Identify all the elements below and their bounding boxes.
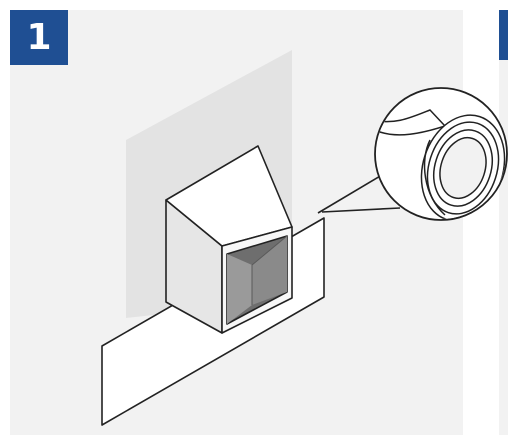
duct-inner-side: [227, 254, 252, 324]
tape-roll-icon: [376, 109, 506, 219]
next-step-panel: [499, 10, 508, 435]
duct-vent: [165, 145, 293, 334]
tape-roll-callout: [374, 87, 508, 221]
next-step-badge: [499, 10, 508, 60]
duct-inner-back: [252, 236, 287, 305]
step-number-badge: 1: [10, 10, 68, 65]
callout-pointer: [317, 174, 401, 214]
